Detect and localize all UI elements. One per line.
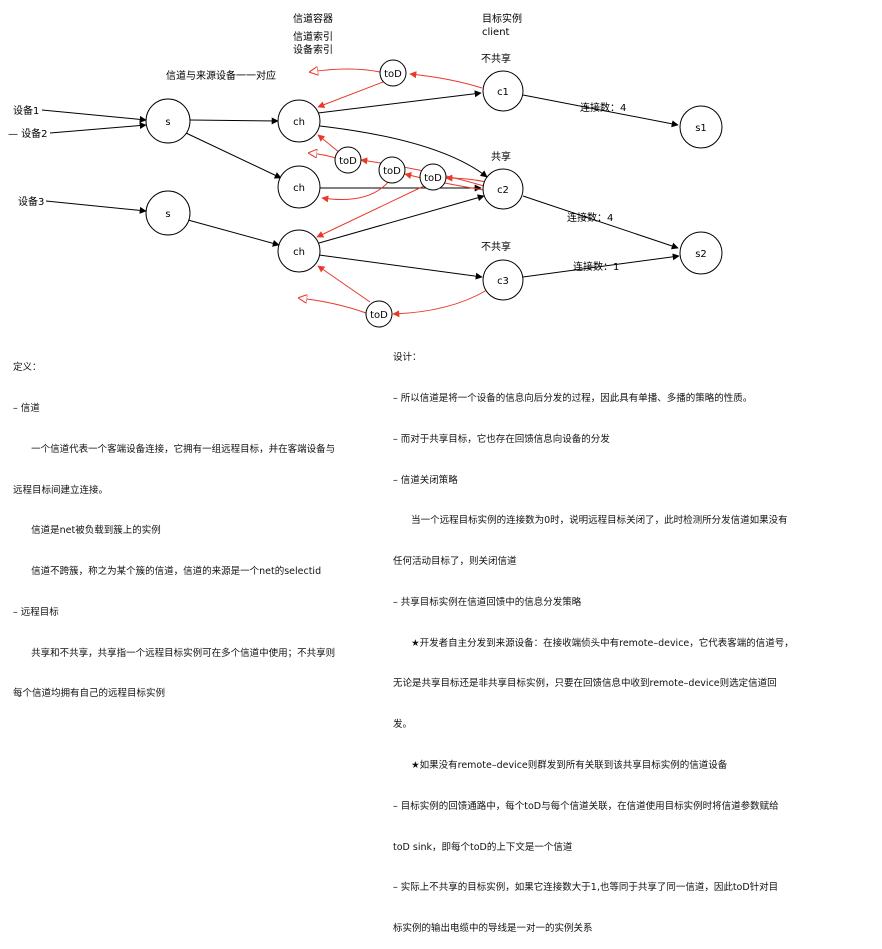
design-line: 发。 <box>393 719 413 731</box>
design-line: – 而对于共享目标，它也存在回馈信息向设备的分发 <box>393 433 610 445</box>
device-2-label: — 设备2 <box>8 127 48 140</box>
client-node-c3: c3 <box>482 259 524 301</box>
channel-diagram: 信道容器 信道索引 设备索引 目标实例 client 信道与来源设备一一对应 设… <box>8 12 723 328</box>
source-node-2-label: s <box>165 209 170 220</box>
client-node-c1: c1 <box>482 70 524 112</box>
tod-node-3: toD <box>378 156 406 184</box>
tod-node-1: toD <box>379 59 407 87</box>
client-node-c2: c2 <box>482 168 524 210</box>
feedback-c3-tod5 <box>392 289 488 318</box>
feedback-tod2-ch1 <box>317 134 341 154</box>
feedback-tod4-ch3 <box>316 185 425 238</box>
source-node-1-label: s <box>165 117 170 128</box>
feedback-tod3-ch2 <box>321 179 391 203</box>
definition-line: – 信道 <box>13 402 40 414</box>
design-line: toD sink，即每个toD的上下文是一个信道 <box>393 841 573 853</box>
header-target-instance: 目标实例 <box>482 12 522 25</box>
tod-node-5-label: toD <box>370 310 388 321</box>
definition-line: – 远程目标 <box>13 606 59 618</box>
server-node-s1: s1 <box>679 105 723 149</box>
channel-node-1-label: ch <box>293 117 305 128</box>
edge-ch3-c3 <box>318 254 483 280</box>
design-line: 任何活动目标了，则关闭信道 <box>393 556 517 568</box>
channel-node-3-label: ch <box>293 247 305 258</box>
design-line: 当一个远程目标实例的连接数为0时，说明远程目标关闭了，此时检测所分发信道如果没有 <box>393 515 788 527</box>
client-node-c3-label: c3 <box>497 276 509 287</box>
tod-node-4-label: toD <box>424 173 442 184</box>
feedback-c2-tod4 <box>445 174 487 183</box>
definition-line: 一个信道代表一个客端设备连接，它拥有一组远程目标，并在客端设备与 <box>13 443 336 455</box>
server-node-s2-label: s2 <box>695 249 707 260</box>
conn-count-c3-s2: 连接数：1 <box>573 260 619 273</box>
feedback-tod5-ch3 <box>317 265 371 303</box>
server-node-s2: s2 <box>679 231 723 275</box>
edge-c3-s2 <box>522 253 680 278</box>
channel-node-3: ch <box>277 229 321 273</box>
device-3-label: 设备3 <box>18 195 44 208</box>
definition-line: 定义： <box>13 362 42 374</box>
edge-dev2-s1 <box>49 122 147 134</box>
design-line: – 所以信道是将一个设备的信息向后分发的过程，因此具有单播、多播的策略的性质。 <box>393 392 753 404</box>
design-line: – 目标实例的回馈通路中，每个toD与每个信道关联，在信道使用目标实例时将信道参… <box>393 800 779 812</box>
edge-dev1-s1 <box>41 109 147 123</box>
channel-node-1: ch <box>277 99 321 143</box>
design-line: – 信道关闭策略 <box>393 474 458 486</box>
header-client: client <box>482 27 510 38</box>
edge-ch1-c1 <box>317 90 482 114</box>
header-one-to-one: 信道与来源设备一一对应 <box>166 69 276 82</box>
device-1-label: 设备1 <box>13 104 39 117</box>
client-node-c2-label: c2 <box>497 185 509 196</box>
feedback-tod1-open <box>310 69 381 72</box>
tod-node-1-label: toD <box>384 69 402 80</box>
tod-node-2-label: toD <box>339 156 357 167</box>
edge-c1-s1 <box>522 94 679 128</box>
definition-line: 每个信道均拥有自己的远程目标实例 <box>13 688 166 700</box>
share-label-c2: 共享 <box>491 150 511 163</box>
source-node-1: s <box>145 98 191 144</box>
client-node-c1-label: c1 <box>497 87 509 98</box>
design-notes: 设计： – 所以信道是将一个设备的信息向后分发的过程，因此具有单播、多播的策略的… <box>393 324 794 949</box>
edge-s1-ch2 <box>185 132 282 179</box>
design-line: 标实例的输出电缆中的导线是一对一的实例关系 <box>393 923 593 935</box>
edge-s2-ch3 <box>187 219 280 247</box>
edge-s1-ch1 <box>189 117 279 125</box>
conn-count-c2-s2: 连接数：4 <box>567 211 613 224</box>
edge-dev3-s2 <box>45 200 147 214</box>
header-channel-container: 信道容器 <box>293 12 333 25</box>
definition-line: 共享和不共享，共享指一个远程目标实例可在多个信道中使用；不共享则 <box>13 647 336 659</box>
feedback-c1-tod1 <box>409 71 483 89</box>
edge-c2-s2 <box>522 195 679 250</box>
design-line: ★开发者自主分发到来源设备：在接收端侦头中有remote–device，它代表客… <box>393 637 794 649</box>
source-node-2: s <box>145 190 191 236</box>
share-label-c1: 不共享 <box>481 52 511 65</box>
design-line: ★如果没有remote–device则群发到所有关联到该共享目标实例的信道设备 <box>393 760 728 771</box>
design-line: – 实际上不共享的目标实例，如果它连接数大于1,也等同于共享了同一信道，因此to… <box>393 882 779 894</box>
channel-node-2-label: ch <box>293 183 305 194</box>
feedback-tod2-open <box>309 153 337 159</box>
tod-node-5: toD <box>365 300 393 328</box>
tod-node-3-label: toD <box>383 166 401 177</box>
edge-ch1-c2 <box>319 125 488 178</box>
server-node-s1-label: s1 <box>695 123 707 134</box>
definitions-notes: 定义： – 信道 一个信道代表一个客端设备连接，它拥有一组远程目标，并在客端设备… <box>13 334 335 715</box>
channel-node-2: ch <box>277 165 321 209</box>
design-line: 设计： <box>393 352 422 364</box>
tod-node-4: toD <box>419 163 447 191</box>
feedback-tod5-open <box>299 298 367 314</box>
design-line: – 共享目标实例在信道回馈中的信息分发策略 <box>393 596 582 608</box>
tod-node-2: toD <box>334 146 362 174</box>
definition-line: 远程目标间建立连接。 <box>13 484 109 496</box>
feedback-tod1-ch1 <box>317 81 384 109</box>
definition-line: 信道不跨簇，称之为某个簇的信道，信道的来源是一个net的selectid <box>13 566 322 578</box>
design-line: 无论是共享目标还是非共享目标实例，只要在回馈信息中收到remote–device… <box>393 678 777 690</box>
edge-ch3-c2 <box>318 194 485 244</box>
definition-line: 信道是net被负载到簇上的实例 <box>13 525 161 537</box>
conn-count-c1-s1: 连接数：4 <box>580 101 626 114</box>
share-label-c3: 不共享 <box>481 240 511 253</box>
header-device-index: 设备索引 <box>293 43 333 56</box>
header-channel-index: 信道索引 <box>293 30 333 43</box>
